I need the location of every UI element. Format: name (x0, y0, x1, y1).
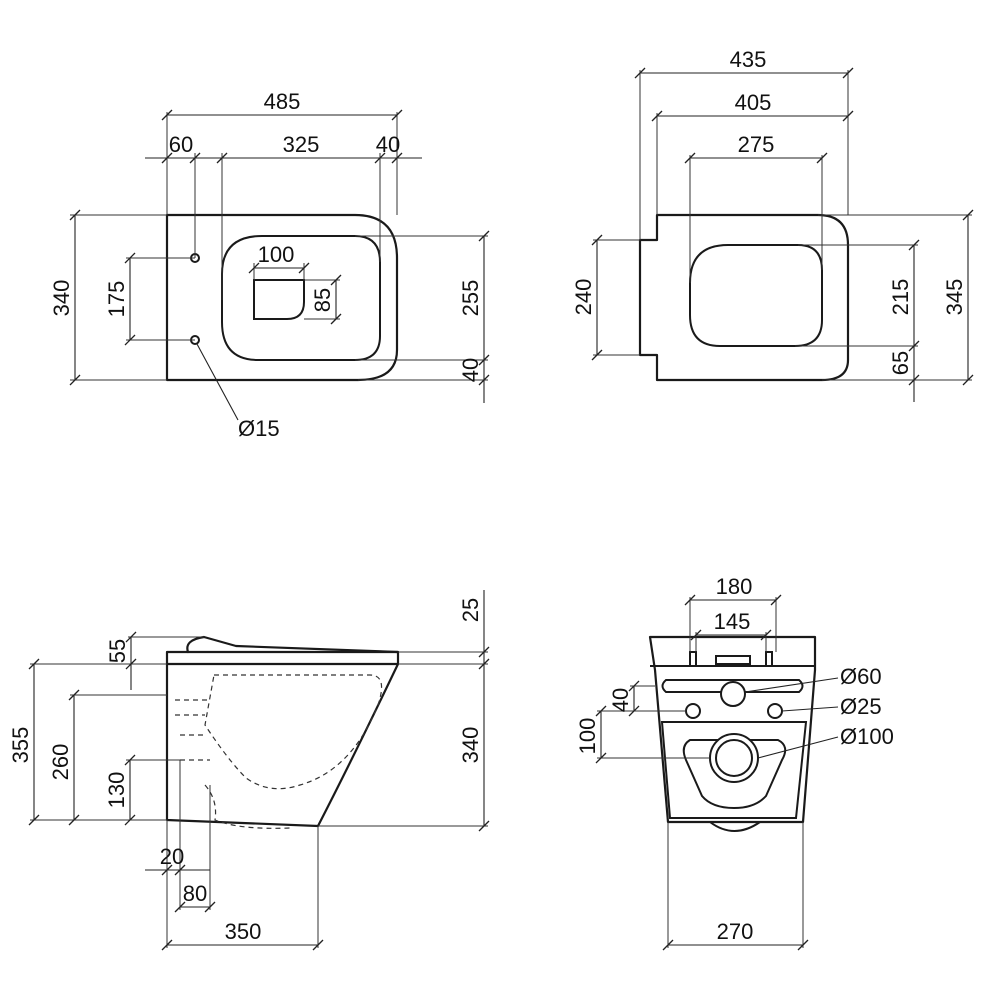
back-view-fix-hole-right (767, 703, 783, 719)
dim-top-hole-spacing: 175 (104, 281, 129, 318)
side-view-lid-hinge (186, 635, 400, 654)
back-view-mount-slot (661, 679, 804, 693)
dim-seat-lid-width: 215 (888, 279, 913, 316)
dim-side-overall-height: 355 (8, 727, 33, 764)
top-view-ticks (69, 109, 490, 386)
back-view-bolt-right (765, 651, 773, 667)
dim-back-outlet-height: 100 (575, 718, 600, 755)
dim-top-outlet-depth: 85 (310, 288, 335, 312)
seat-view-ticks (591, 67, 974, 386)
dim-side-wall-gap: 20 (160, 844, 184, 869)
side-view-body (165, 662, 400, 828)
dim-side-outlet-height: 260 (48, 744, 73, 781)
back-view-fix-hole-left (685, 703, 701, 719)
dim-seat-overall-length: 435 (730, 47, 767, 72)
seat-view-dimension-lines (596, 72, 969, 402)
dim-top-overall-width: 340 (49, 280, 74, 317)
dim-top-rear-offset: 60 (169, 132, 193, 157)
dim-seat-rear-width: 240 (571, 279, 596, 316)
seat-view-extension-lines (593, 70, 972, 381)
dim-back-outlet-diameter: Ø100 (840, 724, 894, 749)
seat-view-lid (689, 244, 823, 347)
top-view-extension-lines (70, 112, 488, 381)
dim-back-fix-diameter: Ø25 (840, 694, 882, 719)
top-view-bowl-opening (221, 235, 381, 361)
dim-side-inlet-offset: 80 (183, 881, 207, 906)
side-view-dimension-lines (33, 590, 485, 946)
back-view-leaders (744, 677, 839, 759)
dim-top-inner-width: 255 (458, 280, 483, 317)
top-view-outline (165, 213, 399, 382)
side-view-seat (165, 650, 400, 666)
dim-side-inlet-height: 130 (104, 772, 129, 809)
back-view-ticks (595, 594, 809, 951)
back-view-outlet-hole-inner (715, 739, 753, 777)
seat-view: 435 405 275 240 215 345 65 (571, 47, 974, 402)
dim-top-outlet-width: 100 (258, 242, 295, 267)
side-view-ticks (28, 631, 490, 951)
side-view-outlet-hidden (180, 734, 291, 829)
dim-seat-lid-inner: 275 (738, 132, 775, 157)
dim-side-hinge-height: 55 (105, 639, 130, 663)
top-view-dimension-lines (74, 114, 485, 403)
seat-view-outline (638, 213, 850, 382)
dim-back-bolt-span: 180 (716, 574, 753, 599)
back-view-lower-body (660, 721, 808, 819)
back-view-extension-lines (597, 597, 804, 948)
back-view-bolt-center (715, 655, 751, 665)
dim-side-body-depth: 350 (225, 919, 262, 944)
top-view-hole-leader (196, 343, 239, 421)
side-view: 25 55 355 340 260 130 20 80 350 (8, 590, 490, 951)
dim-back-base-width: 270 (717, 919, 754, 944)
dim-top-front-margin: 40 (376, 132, 400, 157)
side-view-bowl-hidden (204, 674, 383, 790)
dim-top-overall-length: 485 (264, 89, 301, 114)
dim-top-side-margin: 40 (458, 358, 483, 382)
dim-back-inlet-diameter: Ø60 (840, 664, 882, 689)
back-view: 180 145 Ø60 Ø25 Ø100 40 100 270 (575, 574, 894, 951)
dim-back-bolt-spacing: 145 (714, 609, 751, 634)
back-view-dimension-lines (600, 599, 803, 946)
dim-seat-overall-width: 345 (942, 279, 967, 316)
dim-seat-lid-length: 405 (735, 90, 772, 115)
dim-seat-front-offset: 65 (888, 351, 913, 375)
dim-top-hole-diameter: Ø15 (238, 416, 280, 441)
back-view-bolt-left (689, 651, 697, 667)
dim-side-seat-thickness: 25 (458, 598, 483, 622)
dim-back-fix-height: 40 (608, 688, 633, 712)
side-view-trap-hidden (175, 699, 210, 716)
back-view-inlet-hole (720, 681, 746, 707)
back-view-outlet-hole-outer (709, 733, 759, 783)
top-view-outlet (253, 279, 305, 320)
dim-top-seat-length: 325 (283, 132, 320, 157)
top-view: 485 60 325 40 340 175 100 85 255 40 Ø15 (49, 89, 490, 441)
side-view-extension-lines (30, 636, 488, 948)
back-view-foot (709, 821, 761, 832)
dim-side-body-height: 340 (458, 727, 483, 764)
